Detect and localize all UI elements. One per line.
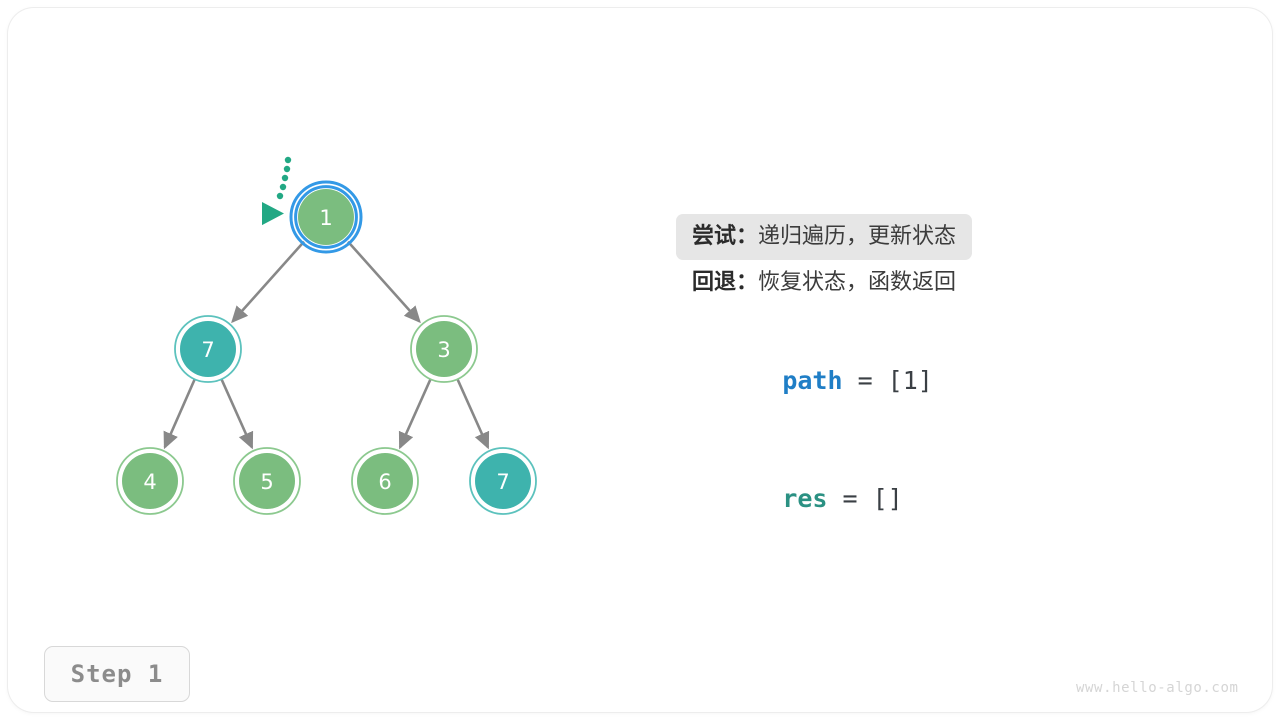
pointer-trail-dot — [283, 165, 291, 173]
node-label: 3 — [437, 338, 450, 362]
node-label: 6 — [378, 470, 391, 494]
backtrack-line: 回退：恢复状态，函数返回 — [692, 260, 1232, 306]
tree-edge — [220, 378, 254, 450]
node-circle — [475, 453, 531, 509]
node-circle — [239, 453, 295, 509]
pointer-trail-dot — [276, 192, 284, 200]
tree-node-3: 3 — [410, 315, 478, 383]
res-variable: res — [782, 484, 828, 513]
node-circle — [416, 321, 472, 377]
step-badge: Step 1 — [44, 646, 190, 702]
tree-nodes: 1 7 3 4 5 6 7 — [116, 180, 537, 515]
tree-node-7: 7 — [174, 315, 242, 383]
path-state-line: path = [1] — [692, 306, 1232, 395]
tree-edge — [231, 240, 305, 324]
node-circle — [122, 453, 178, 509]
node-outer-ring — [410, 315, 478, 383]
binary-tree-diagram: 1 7 3 4 5 6 7 — [116, 156, 537, 515]
try-text: 递归遍历，更新状态 — [758, 224, 957, 249]
node-label: 5 — [260, 470, 273, 494]
node-highlight-ring — [289, 180, 363, 254]
state-info-panel: 尝试：递归遍历，更新状态 回退：恢复状态，函数返回 path = [1] res… — [676, 214, 1232, 513]
tree-node-5: 5 — [233, 447, 301, 515]
node-outer-ring — [116, 447, 184, 515]
tree-node-4: 4 — [116, 447, 184, 515]
backtrack-text: 恢复状态，函数返回 — [758, 270, 957, 295]
tree-edge — [347, 240, 421, 324]
node-outer-ring — [469, 447, 537, 515]
res-state-line: res = [] — [692, 424, 1232, 513]
node-label: 4 — [143, 470, 156, 494]
tree-edge — [398, 378, 432, 450]
try-label: 尝试： — [692, 224, 759, 249]
diagram-card: 1 7 3 4 5 6 7 尝试：递归遍历，更新状态 回退：恢复状态，函数返回 path =… — [8, 8, 1272, 712]
node-highlight-inner-ring — [294, 185, 358, 249]
pointer-trail-dot — [281, 174, 289, 182]
tree-node-7: 7 — [469, 447, 537, 515]
node-circle — [357, 453, 413, 509]
site-watermark: www.hello-algo.com — [1076, 680, 1239, 696]
node-label: 7 — [201, 338, 214, 362]
node-circle — [180, 321, 236, 377]
backtrack-label: 回退： — [692, 270, 759, 295]
node-circle — [298, 189, 354, 245]
pointer-triangle-icon — [262, 202, 284, 226]
node-label: 7 — [496, 470, 509, 494]
path-variable: path — [782, 366, 843, 395]
tree-edge — [456, 378, 490, 450]
tree-edges — [163, 240, 490, 450]
path-value: = [1] — [842, 366, 933, 395]
node-outer-ring — [233, 447, 301, 515]
res-value: = [] — [827, 484, 903, 513]
recursion-pointer — [262, 156, 292, 226]
try-line: 尝试：递归遍历，更新状态 — [676, 214, 973, 260]
pointer-trail-dot — [279, 183, 287, 191]
node-outer-ring — [351, 447, 419, 515]
node-outer-ring — [174, 315, 242, 383]
tree-node-1: 1 — [289, 180, 363, 254]
tree-node-6: 6 — [351, 447, 419, 515]
node-label: 1 — [319, 206, 332, 230]
tree-edge — [163, 378, 196, 450]
step-label: Step 1 — [70, 660, 164, 688]
pointer-trail-dot — [284, 156, 292, 164]
